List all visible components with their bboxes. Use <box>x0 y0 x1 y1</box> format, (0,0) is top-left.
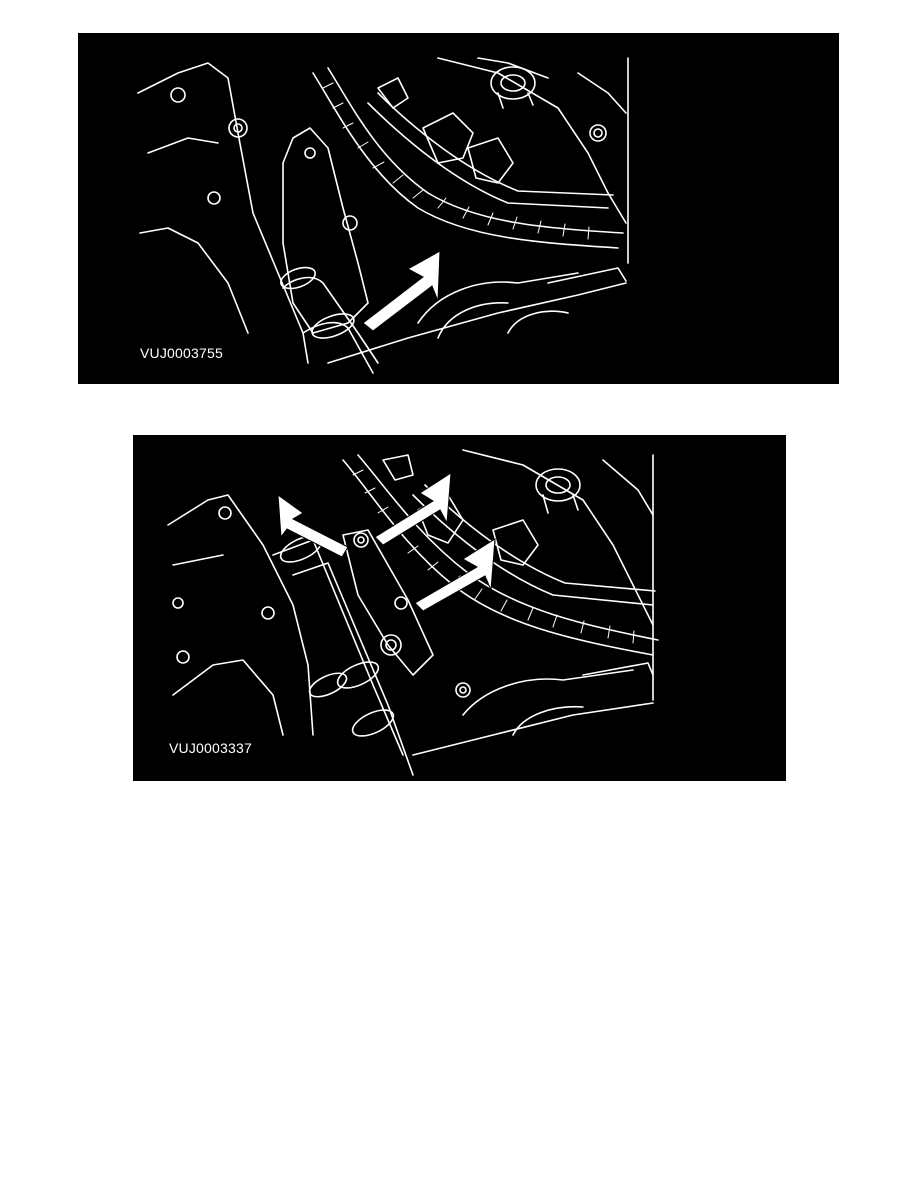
engine-line-drawing-1 <box>137 57 629 374</box>
callout-arrow-icon <box>374 472 452 546</box>
figure-label: VUJ0003755 <box>140 345 223 361</box>
illustration-figure-2: VUJ0003337 <box>133 435 786 781</box>
callout-arrow-icon <box>414 538 496 612</box>
engine-component-lines <box>137 57 629 374</box>
callout-arrow-icon <box>362 250 441 332</box>
engine-component-lines <box>167 449 659 776</box>
illustration-figure-1: VUJ0003755 <box>78 33 839 384</box>
callout-arrow-icon <box>277 493 349 558</box>
engine-line-drawing-2 <box>167 449 659 776</box>
figure-label: VUJ0003337 <box>169 740 252 756</box>
